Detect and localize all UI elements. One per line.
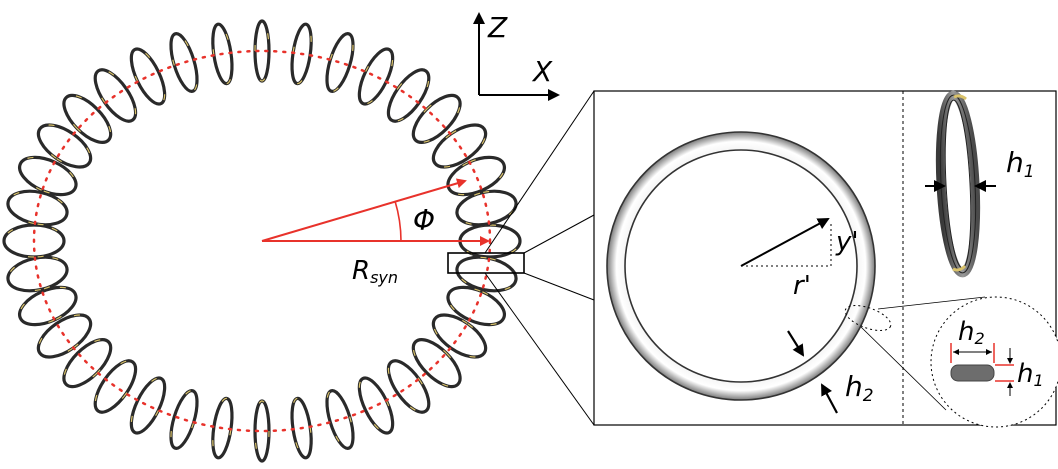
coil-ring <box>455 189 518 227</box>
coil-highlight <box>37 124 92 168</box>
cross-section-line-bottom <box>860 326 947 411</box>
coil-ring <box>455 255 518 293</box>
coil-highlight <box>7 256 68 292</box>
angle-arrow <box>261 178 467 242</box>
coil-highlight <box>94 360 137 413</box>
zoom-line-bottom <box>484 272 595 426</box>
profile-h2-label: h2 <box>958 317 985 348</box>
coil-highlight <box>387 69 430 122</box>
zoom-line-upper <box>523 214 595 254</box>
h2-label: h2 <box>845 370 874 406</box>
coil-highlight <box>63 94 112 143</box>
coil-ring <box>6 255 69 293</box>
axis-z-label: Z <box>487 11 508 44</box>
zoom-source-box <box>447 252 525 274</box>
y-prime-arrow <box>740 218 830 267</box>
coil-ring <box>6 189 69 227</box>
cross-section-profile <box>950 364 995 382</box>
ring-centerline <box>32 49 492 433</box>
cross-section-line-top <box>877 296 986 310</box>
r-prime-label: r' <box>793 271 811 301</box>
coil-highlight <box>19 156 77 196</box>
axis-x-label: X <box>531 55 553 88</box>
coil-ring <box>325 32 355 93</box>
coil-highlight <box>387 360 430 413</box>
angle-label: Φ <box>413 204 435 237</box>
h2-arrow-outer <box>787 330 805 357</box>
radius-label: Rsyn <box>352 256 398 287</box>
coil-highlight <box>254 20 270 82</box>
h1-label: h1 <box>1006 146 1035 182</box>
coil-highlight <box>432 314 487 358</box>
coil-highlight <box>447 286 505 326</box>
coil-highlight <box>254 400 270 462</box>
profile-h1-ticks <box>1007 358 1013 388</box>
axes-indicator: Z X <box>473 11 560 101</box>
angle-arc <box>394 200 402 242</box>
h2-arrow-inner <box>821 383 838 414</box>
coil-highlight <box>412 339 461 388</box>
coil-highlight <box>326 390 354 449</box>
zoom-line-top <box>484 90 595 254</box>
profile-h1-label: h1 <box>1017 359 1044 390</box>
cross-section-marker <box>844 305 892 331</box>
zoom-line-lower <box>523 272 595 301</box>
y-prime-label: y' <box>835 227 859 257</box>
coil-highlight <box>412 94 461 143</box>
r-prime-guide <box>741 222 832 267</box>
